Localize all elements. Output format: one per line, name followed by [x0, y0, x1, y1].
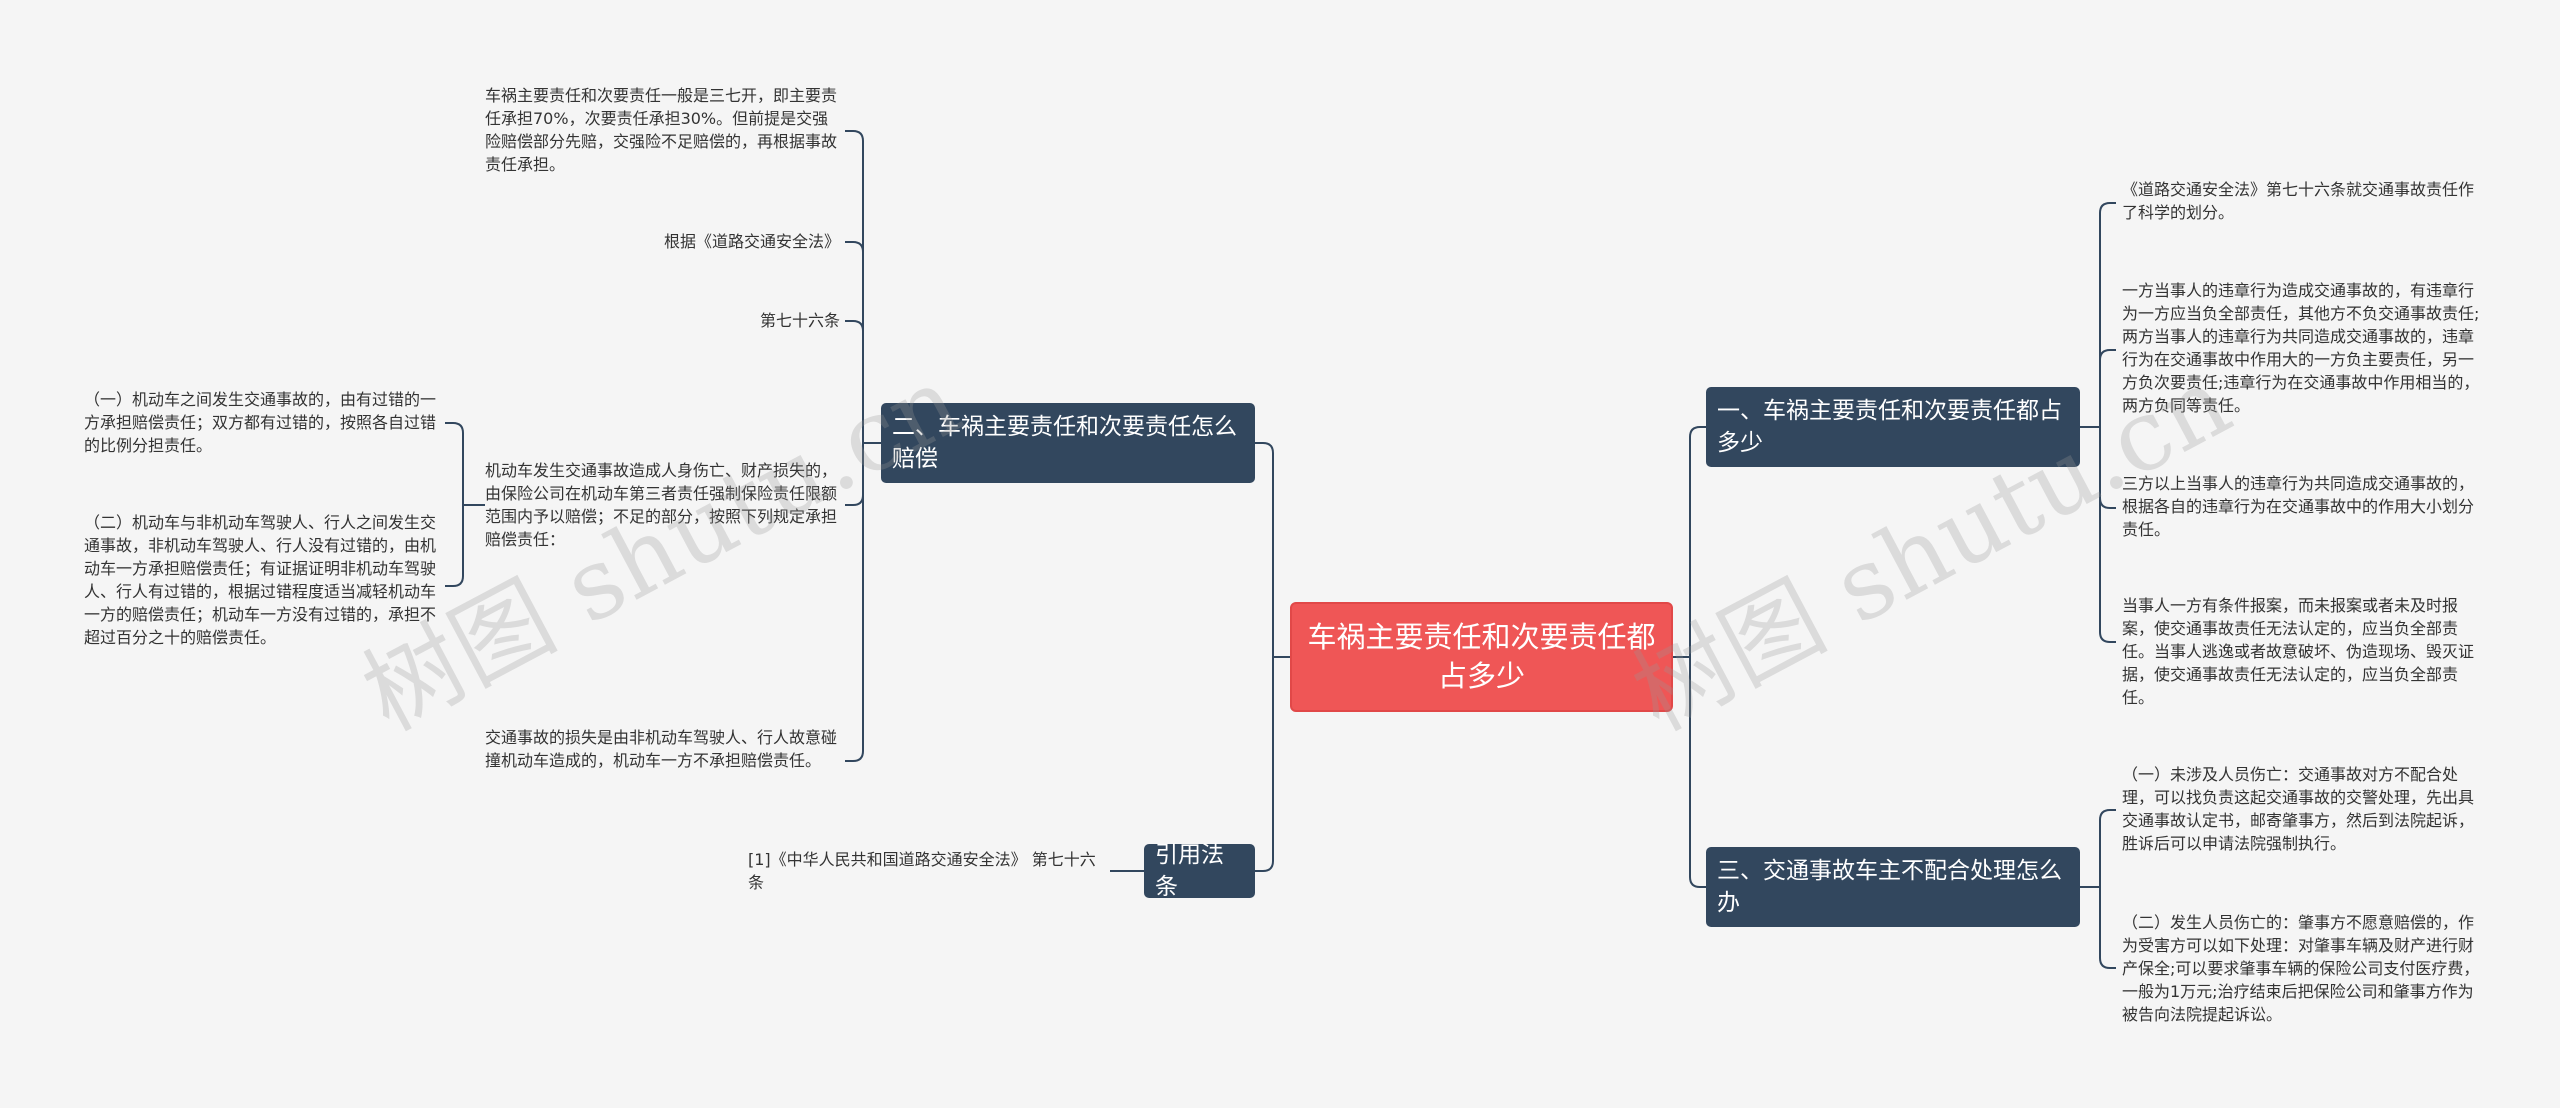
branch-3-leaf-1[interactable]: （一）未涉及人员伤亡：交通事故对方不配合处理，可以找负责这起交通事故的交警处理，… — [2122, 765, 2475, 853]
branch-1-leaf-1[interactable]: 《道路交通安全法》第七十六条就交通事故责任作了科学的划分。 — [2122, 180, 2475, 222]
branch-2-subleaf-2[interactable]: （二）机动车与非机动车驾驶人、行人之间发生交通事故，非机动车驾驶人、行人没有过错… — [84, 513, 437, 647]
connector-line-6 — [1255, 657, 1274, 872]
connector-line-23 — [445, 505, 464, 587]
branch-1-leaf-3[interactable]: 三方以上当事人的违章行为共同造成交通事故的，根据各自的违章行为在交通事故中的作用… — [2122, 474, 2475, 539]
connector-line-9 — [2099, 349, 2116, 427]
branch-2-leaf-3[interactable]: 第七十六条 — [759, 311, 840, 330]
connector-line-13 — [2099, 809, 2116, 887]
branch-4-leaf-1[interactable]: [1]《中华人民共和国道路交通安全法》 第七十六条 — [748, 850, 1096, 892]
connector-line-20 — [845, 443, 864, 762]
branch-1-leaf-2[interactable]: 一方当事人的违章行为造成交通事故的，有违章行为一方应当负全部责任，其他方不负交通… — [2122, 281, 2480, 415]
branch-3-leaf-2[interactable]: （二）发生人员伤亡的：肇事方不愿意赔偿的，作为受害方可以如下处理：对肇事车辆及财… — [2122, 913, 2480, 1024]
connector-line-11 — [2099, 427, 2116, 643]
branch-topic-3[interactable]: 三、交通事故车主不配合处理怎么办 — [1706, 847, 2080, 927]
branch-2-leaf-1[interactable]: 车祸主要责任和次要责任一般是三七开，即主要责任承担70%，次要责任承担30%。但… — [485, 86, 838, 174]
connector-line-2 — [1689, 426, 1706, 657]
connector-line-14 — [2099, 887, 2116, 969]
root-topic[interactable]: 车祸主要责任和次要责任都占多少 — [1290, 602, 1673, 712]
branch-2-leaf-4[interactable]: 机动车发生交通事故造成人身伤亡、财产损失的，由保险公司在机动车第三者责任强制保险… — [485, 461, 838, 549]
branch-topic-1[interactable]: 一、车祸主要责任和次要责任都占多少 — [1706, 387, 2080, 467]
connector-line-3 — [1689, 657, 1706, 888]
branch-2-leaf-2[interactable]: 根据《道路交通安全法》 — [663, 232, 840, 251]
branch-2-subleaf-1[interactable]: （一）机动车之间发生交通事故的，由有过错的一方承担赔偿责任；双方都有过错的，按照… — [84, 390, 437, 455]
connector-line-18 — [845, 320, 864, 443]
connector-line-16 — [845, 130, 864, 443]
connector-line-8 — [2099, 202, 2116, 427]
connector-line-19 — [845, 443, 864, 506]
branch-2-leaf-5[interactable]: 交通事故的损失是由非机动车驾驶人、行人故意碰撞机动车造成的，机动车一方不承担赔偿… — [485, 728, 838, 770]
connector-line-17 — [845, 241, 864, 443]
branch-topic-2[interactable]: 二、车祸主要责任和次要责任怎么赔偿 — [881, 403, 1255, 483]
connector-line-5 — [1255, 442, 1274, 657]
branch-1-leaf-4[interactable]: 当事人一方有条件报案，而未报案或者未及时报案，使交通事故责任无法认定的，应当负全… — [2122, 596, 2475, 707]
connector-line-10 — [2099, 427, 2116, 509]
connector-line-22 — [445, 422, 464, 505]
branch-topic-4[interactable]: 引用法条 — [1144, 842, 1255, 900]
